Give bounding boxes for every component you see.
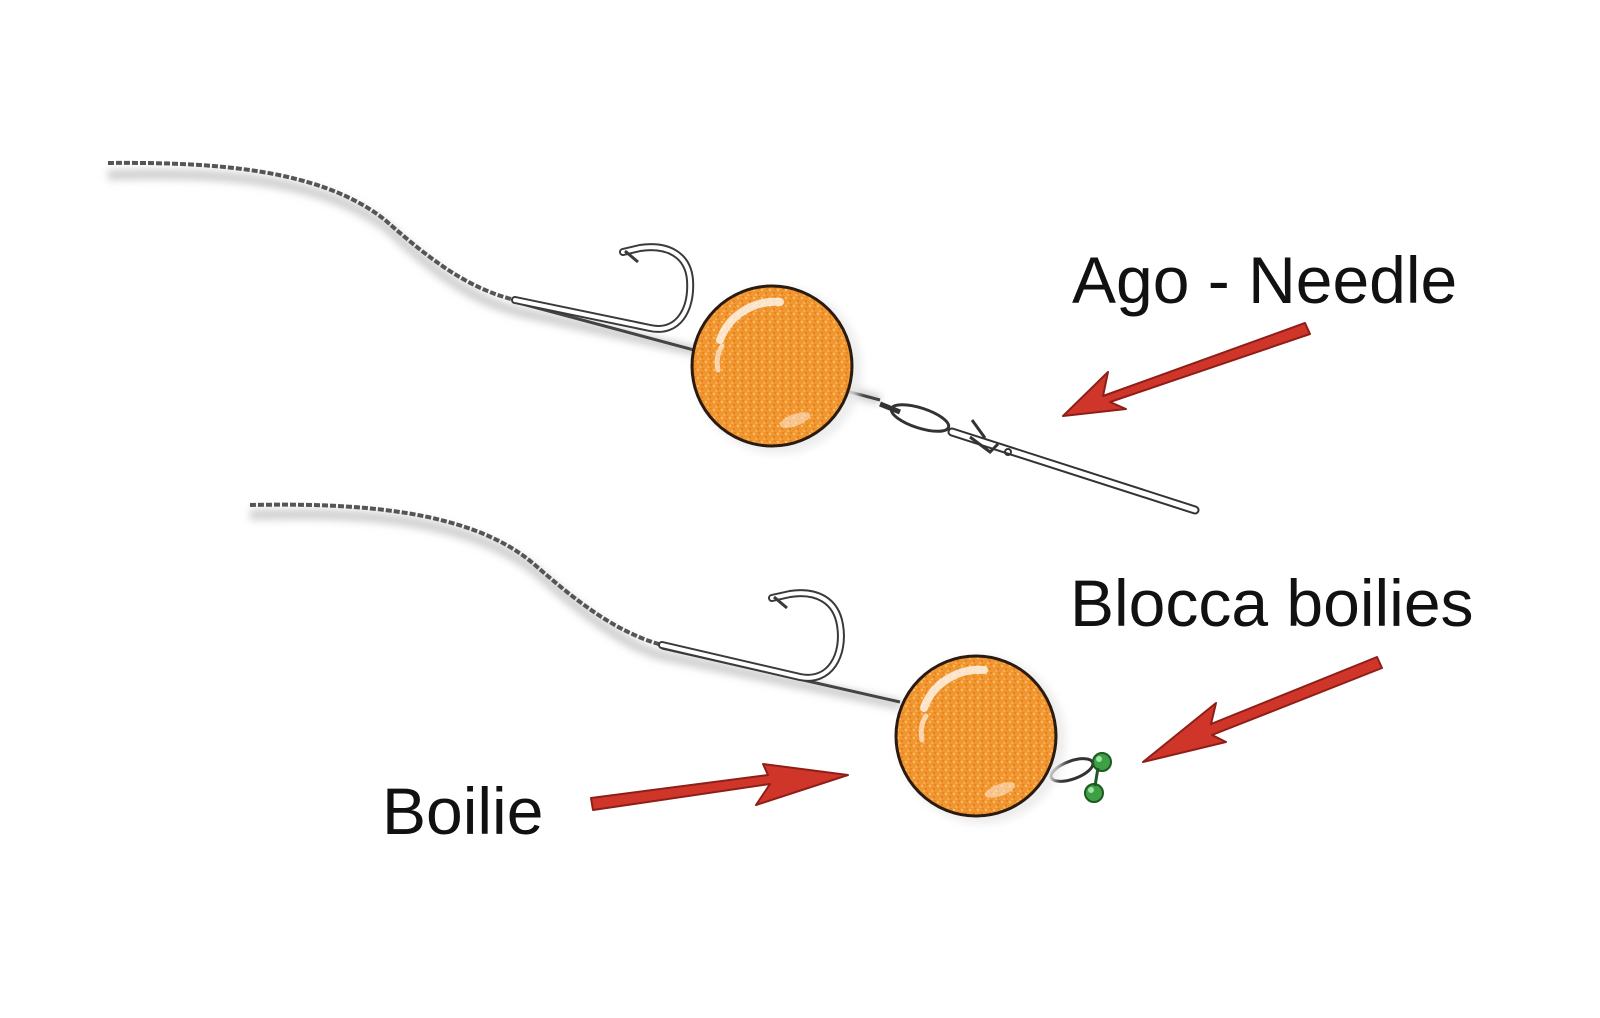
label-boilie-stop: Blocca boilies <box>1070 566 1474 640</box>
bottom-rig <box>249 502 1112 824</box>
baiting-needle-icon <box>947 419 1200 515</box>
label-boilie: Boilie <box>382 774 544 848</box>
line-shadow <box>107 169 882 405</box>
hair-loop <box>879 401 951 433</box>
arrow-boilie <box>590 763 849 811</box>
hook-icon <box>658 589 845 682</box>
boilie-icon <box>894 654 1066 824</box>
hooklink-braid <box>107 160 516 302</box>
boilie-icon <box>690 284 862 454</box>
boilie-stop-icon <box>1084 752 1112 803</box>
hooklink-braid <box>249 502 663 647</box>
line-shadow <box>249 509 902 710</box>
arrow-needle <box>1062 322 1311 417</box>
arrow-boilie-stop <box>1142 656 1383 763</box>
hook-icon <box>511 243 695 333</box>
label-needle: Ago - Needle <box>1072 243 1458 317</box>
top-rig <box>107 160 1200 515</box>
